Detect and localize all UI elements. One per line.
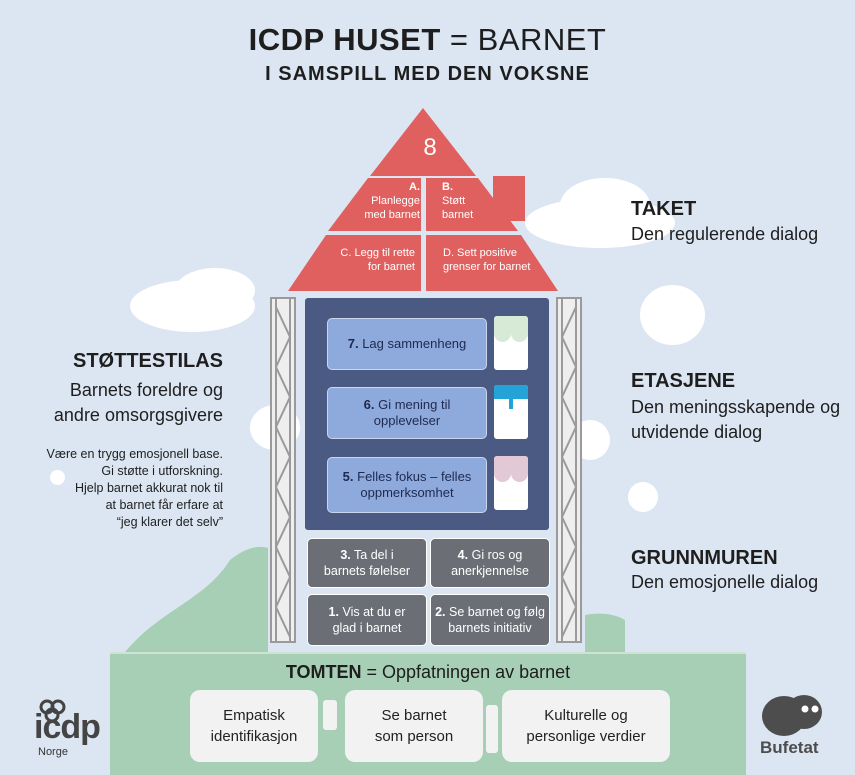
cloud <box>560 178 650 233</box>
cloud <box>175 268 255 313</box>
icdp-logo-text: icdp <box>34 708 101 746</box>
window-icon <box>494 456 528 510</box>
cloud <box>628 482 658 512</box>
window-icon <box>494 316 528 370</box>
tomten-heading: TOMTEN = Oppfatningen av barnet <box>285 662 571 682</box>
page-title: ICDP HUSET = BARNET <box>248 22 607 57</box>
page-subtitle: I SAMSPILL MED DEN VOKSNE <box>265 63 590 85</box>
taket-heading: TAKET <box>631 198 697 220</box>
bufetat-logo-icon <box>762 695 822 736</box>
window-icon <box>494 385 528 439</box>
bufetat-logo-text: Bufetat <box>760 738 819 757</box>
stottestilas-heading: STØTTESTILAS <box>73 350 223 372</box>
cloud <box>50 470 65 485</box>
etasjene-heading: ETASJENE <box>631 370 736 392</box>
floor-7: 7. Lag sammenheng <box>327 318 487 370</box>
scaffolding-right <box>556 297 582 643</box>
icdp-logo-sub: Norge <box>38 746 68 758</box>
divider-shape <box>323 700 337 730</box>
divider-shape <box>486 705 498 753</box>
roof <box>288 108 558 291</box>
grunnmuren-heading: GRUNNMUREN <box>631 547 778 569</box>
scaffolding-left <box>270 297 296 643</box>
taket-subtitle: Den regulerende dialog <box>631 224 819 244</box>
stottestilas-notes: Være en trygg emosjonell base.Gi støtte … <box>46 447 223 529</box>
cloud <box>640 285 705 345</box>
icdp-logo-icon <box>39 699 66 723</box>
roof-number: 8 <box>423 134 437 161</box>
grunnmuren-subtitle: Den emosjonelle dialog <box>631 572 819 592</box>
